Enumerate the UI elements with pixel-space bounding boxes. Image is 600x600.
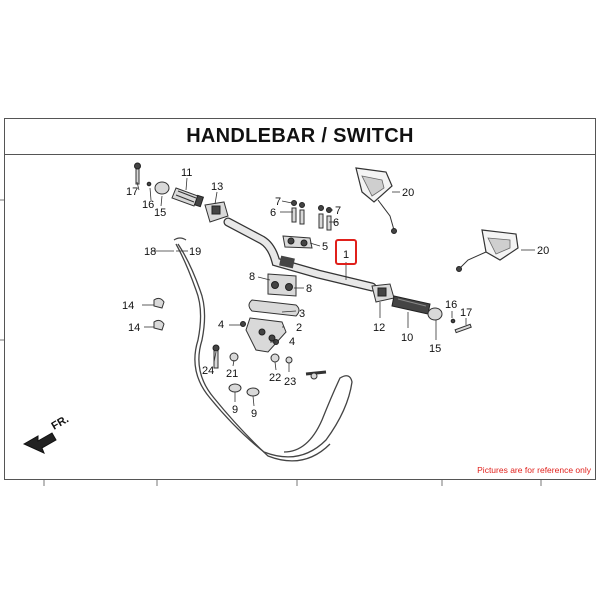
callout-6a: 6 xyxy=(270,207,276,219)
right-switch xyxy=(371,283,395,303)
callout-10: 10 xyxy=(401,332,413,344)
lower-holder xyxy=(267,273,297,297)
callout-7a: 7 xyxy=(275,196,281,208)
callout-16a: 16 xyxy=(142,199,154,211)
callout-1: 1 xyxy=(343,249,349,261)
callout-labels: 1 2 3 4 4 5 6 6 7 7 8 8 9 9 10 11 12 13 … xyxy=(122,167,549,420)
callout-18: 18 xyxy=(144,246,156,258)
handlebar-plate xyxy=(248,299,300,317)
mounting-bracket xyxy=(245,317,287,353)
callout-8b: 8 xyxy=(306,283,312,295)
callout-11: 11 xyxy=(181,167,192,179)
handlebar xyxy=(223,217,377,292)
holder-bolts xyxy=(291,200,332,231)
callout-17b: 17 xyxy=(460,307,472,319)
callout-5: 5 xyxy=(322,241,328,253)
upper-holder xyxy=(282,235,313,249)
throttle-cables xyxy=(173,237,353,462)
diagram-frame: HANDLEBAR / SWITCH Pictures are for refe… xyxy=(4,118,596,480)
callout-8a: 8 xyxy=(249,271,255,283)
leader-lines xyxy=(136,177,535,407)
callout-12: 12 xyxy=(373,322,385,334)
right-mirror xyxy=(456,229,519,272)
right-bar-end xyxy=(427,307,472,334)
callout-4a: 4 xyxy=(218,319,224,331)
frame-ticks xyxy=(0,199,542,486)
callout-14b: 14 xyxy=(128,322,140,334)
diagram-title: HANDLEBAR / SWITCH xyxy=(186,125,414,147)
grommets-9 xyxy=(228,383,260,397)
callout-7b: 7 xyxy=(335,205,341,217)
callout-22: 22 xyxy=(269,372,281,384)
callout-21: 21 xyxy=(226,368,238,380)
cable-clamps xyxy=(153,297,165,331)
left-mirror xyxy=(355,167,397,234)
left-switch xyxy=(204,201,229,223)
callout-9a: 9 xyxy=(232,404,238,416)
left-grip xyxy=(171,187,205,208)
callout-19: 19 xyxy=(189,246,201,258)
front-direction-arrow: FR. xyxy=(22,413,71,454)
callout-17a: 17 xyxy=(126,186,138,198)
callout-16b: 16 xyxy=(445,299,457,311)
right-grip xyxy=(391,295,431,315)
callout-20b: 20 xyxy=(537,245,549,257)
fr-label: FR. xyxy=(50,413,71,432)
callout-6b: 6 xyxy=(333,217,339,229)
callout-24: 24 xyxy=(202,365,214,377)
callout-20a: 20 xyxy=(402,187,414,199)
callout-15a: 15 xyxy=(154,207,166,219)
callout-4b: 4 xyxy=(289,336,295,348)
left-bar-end xyxy=(134,162,170,195)
highlight-box xyxy=(335,239,357,265)
callout-23: 23 xyxy=(284,376,296,388)
title-bar: HANDLEBAR / SWITCH xyxy=(5,119,595,155)
callout-9b: 9 xyxy=(251,408,257,420)
lower-bolts xyxy=(212,344,293,369)
callout-15b: 15 xyxy=(429,343,441,355)
callout-3: 3 xyxy=(299,308,305,320)
reference-note: Pictures are for reference only xyxy=(477,465,591,475)
callout-13: 13 xyxy=(211,181,223,193)
callout-2: 2 xyxy=(296,322,302,334)
callout-14a: 14 xyxy=(122,300,134,312)
